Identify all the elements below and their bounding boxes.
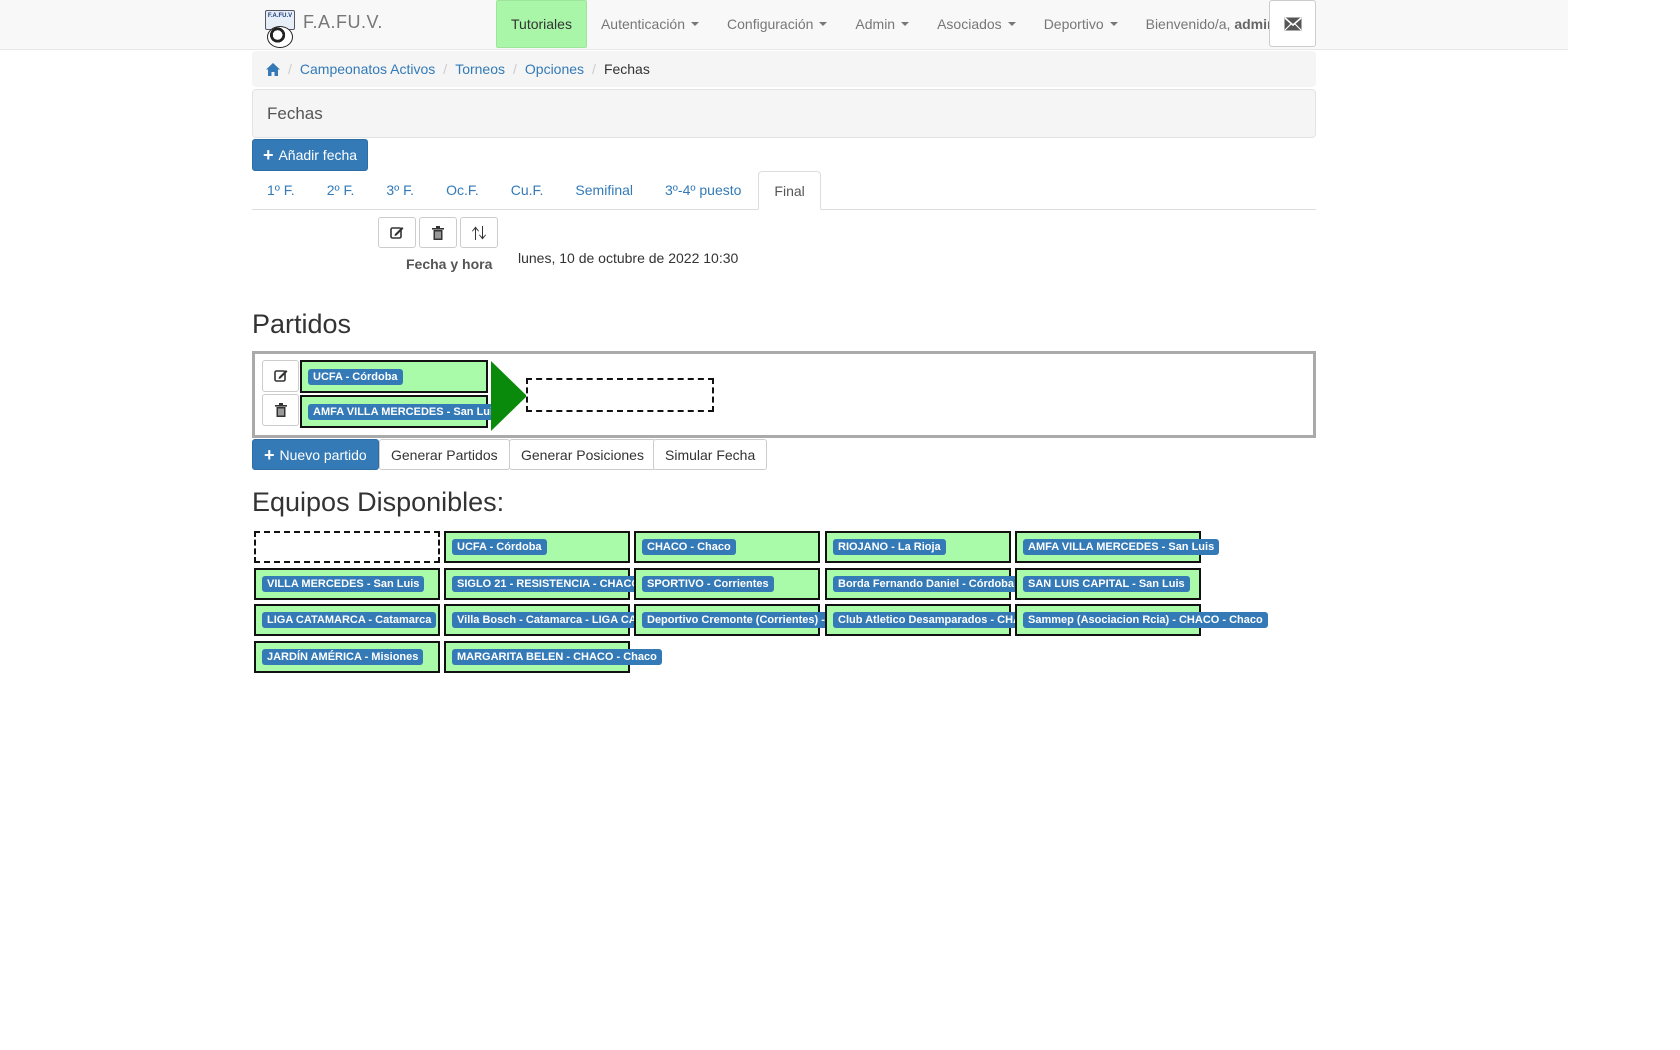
trash-icon xyxy=(274,403,287,417)
nav-admin[interactable]: Admin xyxy=(841,0,923,48)
edit-icon xyxy=(273,370,287,382)
tab-third-place[interactable]: 3º-4º puesto xyxy=(665,182,742,198)
team-slot[interactable]: AMFA VILLA MERCEDES - San Luis xyxy=(1015,531,1220,563)
team-slot[interactable]: JARDÍN AMÉRICA - Misiones xyxy=(254,641,440,673)
simulate-date-button[interactable]: Simular Fecha xyxy=(653,439,768,470)
brand-name[interactable]: F.A.FU.V. xyxy=(303,11,383,32)
nav-autenticacion[interactable]: Autenticación xyxy=(587,0,713,48)
edit-icon xyxy=(390,226,404,239)
envelope-icon xyxy=(1283,16,1302,30)
caret-down-icon xyxy=(819,22,828,26)
team-label[interactable]: UCFA - Córdoba xyxy=(308,368,403,385)
edit-match-button[interactable] xyxy=(262,360,299,392)
caret-down-icon xyxy=(1007,22,1016,26)
team-label[interactable]: CHACO - Chaco xyxy=(642,539,736,555)
brand-logo: F.A.FU.V xyxy=(265,10,295,48)
tab-round-1[interactable]: 1º F. xyxy=(267,182,295,198)
match-away-slot[interactable]: AMFA VILLA MERCEDES - San Luis xyxy=(300,395,505,428)
navbar: F.A.FU.V F.A.FU.V. Tutoriales Autenticac… xyxy=(0,0,1568,50)
new-match-button[interactable]: +Nuevo partido xyxy=(252,439,379,470)
team-slot[interactable]: Club Atletico Desamparados - CHACO - Cha… xyxy=(825,604,1086,636)
team-slot[interactable]: Villa Bosch - Catamarca - LIGA CATAMARCA… xyxy=(444,604,762,636)
team-label[interactable]: AMFA VILLA MERCEDES - San Luis xyxy=(308,403,505,420)
matches-heading: Partidos xyxy=(252,309,352,339)
team-label[interactable]: AMFA VILLA MERCEDES - San Luis xyxy=(1023,539,1220,555)
team-label[interactable]: JARDÍN AMÉRICA - Misiones xyxy=(262,649,424,665)
team-slot[interactable]: LIGA CATAMARCA - Catamarca xyxy=(254,604,440,636)
matches-board: UCFA - Córdoba AMFA VILLA MERCEDES - San… xyxy=(252,351,1316,438)
home-icon[interactable] xyxy=(266,62,280,76)
trash-icon xyxy=(432,225,444,240)
nav-deportivo[interactable]: Deportivo xyxy=(1030,0,1132,48)
team-slot[interactable]: VILLA MERCEDES - San Luis xyxy=(254,568,440,600)
caret-down-icon xyxy=(1109,22,1118,26)
delete-date-button[interactable] xyxy=(419,217,457,248)
winner-arrow-icon xyxy=(491,361,527,431)
team-slot[interactable]: RIOJANO - La Rioja xyxy=(825,531,1011,563)
team-slot[interactable]: Borda Fernando Daniel - Córdoba xyxy=(825,568,1020,600)
page-title: Fechas xyxy=(252,89,1316,138)
team-label[interactable]: UCFA - Córdoba xyxy=(452,539,547,555)
team-slot[interactable]: SIGLO 21 - RESISTENCIA - CHACO - Chaco xyxy=(444,568,689,600)
breadcrumb: / Campeonatos Activos / Torneos / Opcion… xyxy=(252,51,1316,87)
team-slot[interactable]: Sammep (Asociacion Rcia) - CHACO - Chaco xyxy=(1015,604,1268,636)
team-slot[interactable]: UCFA - Córdoba xyxy=(444,531,630,563)
breadcrumb-opciones[interactable]: Opciones xyxy=(524,61,585,77)
tab-round-2[interactable]: 2º F. xyxy=(326,182,355,198)
edit-date-button[interactable] xyxy=(378,217,416,248)
date-time-value: lunes, 10 de octubre de 2022 10:30 xyxy=(518,250,739,266)
team-label[interactable]: VILLA MERCEDES - San Luis xyxy=(262,576,425,592)
tab-cuartos[interactable]: Cu.F. xyxy=(510,182,544,198)
breadcrumb-current: Fechas xyxy=(603,61,650,77)
breadcrumb-campeonatos[interactable]: Campeonatos Activos xyxy=(299,61,436,77)
team-label[interactable]: Borda Fernando Daniel - Córdoba xyxy=(833,576,1020,592)
team-label[interactable]: SIGLO 21 - RESISTENCIA - CHACO - Chaco xyxy=(452,576,689,592)
nav-configuracion[interactable]: Configuración xyxy=(713,0,841,48)
brand[interactable]: F.A.FU.V F.A.FU.V. xyxy=(265,10,383,48)
generate-positions-button[interactable]: Generar Posiciones xyxy=(509,439,656,470)
date-time-label: Fecha y hora xyxy=(406,256,493,272)
messages-button[interactable] xyxy=(1269,0,1316,47)
soccer-ball-icon xyxy=(267,26,293,48)
tab-round-3[interactable]: 3º F. xyxy=(386,182,415,198)
team-label[interactable]: LIGA CATAMARCA - Catamarca xyxy=(262,612,437,628)
generate-matches-button[interactable]: Generar Partidos xyxy=(379,439,510,470)
team-slot[interactable]: MARGARITA BELEN - CHACO - Chaco xyxy=(444,641,662,673)
delete-match-button[interactable] xyxy=(262,394,299,426)
tab-octavos[interactable]: Oc.F. xyxy=(446,182,479,198)
plus-icon: + xyxy=(264,444,275,465)
tab-semifinal[interactable]: Semifinal xyxy=(575,182,634,198)
round-tabs: 1º F. 2º F. 3º F. Oc.F. Cu.F. Semifinal … xyxy=(252,171,1316,210)
nav-tutoriales[interactable]: Tutoriales xyxy=(496,0,587,48)
team-label[interactable]: Sammep (Asociacion Rcia) - CHACO - Chaco xyxy=(1023,612,1268,628)
caret-down-icon xyxy=(691,22,700,26)
tab-final[interactable]: Final xyxy=(758,171,821,210)
sort-button[interactable] xyxy=(460,217,498,248)
team-label[interactable]: RIOJANO - La Rioja xyxy=(833,539,946,555)
team-label[interactable]: SAN LUIS CAPITAL - San Luis xyxy=(1023,576,1190,592)
sort-icon xyxy=(472,225,486,240)
winner-drop-slot[interactable] xyxy=(526,378,714,412)
available-teams-heading: Equipos Disponibles: xyxy=(252,487,505,517)
breadcrumb-torneos[interactable]: Torneos xyxy=(455,61,505,77)
team-label[interactable]: MARGARITA BELEN - CHACO - Chaco xyxy=(452,649,662,665)
team-slot[interactable]: CHACO - Chaco xyxy=(634,531,820,563)
plus-icon: + xyxy=(262,145,274,165)
nav-asociados[interactable]: Asociados xyxy=(923,0,1030,48)
team-slot[interactable]: Deportivo Cremonte (Corrientes) - Corrie… xyxy=(634,604,888,636)
match-home-slot[interactable]: UCFA - Córdoba xyxy=(300,360,488,393)
team-slot[interactable]: SPORTIVO - Corrientes xyxy=(634,568,820,600)
team-drop-slot[interactable] xyxy=(254,531,440,563)
team-label[interactable]: SPORTIVO - Corrientes xyxy=(642,576,774,592)
caret-down-icon xyxy=(901,22,910,26)
main-nav: Tutoriales Autenticación Configuración A… xyxy=(496,0,1304,50)
team-slot[interactable]: SAN LUIS CAPITAL - San Luis xyxy=(1015,568,1201,600)
nav-user-menu[interactable]: Bienvenido/a, admin xyxy=(1132,0,1304,48)
add-date-button[interactable]: +Añadir fecha xyxy=(252,139,368,171)
